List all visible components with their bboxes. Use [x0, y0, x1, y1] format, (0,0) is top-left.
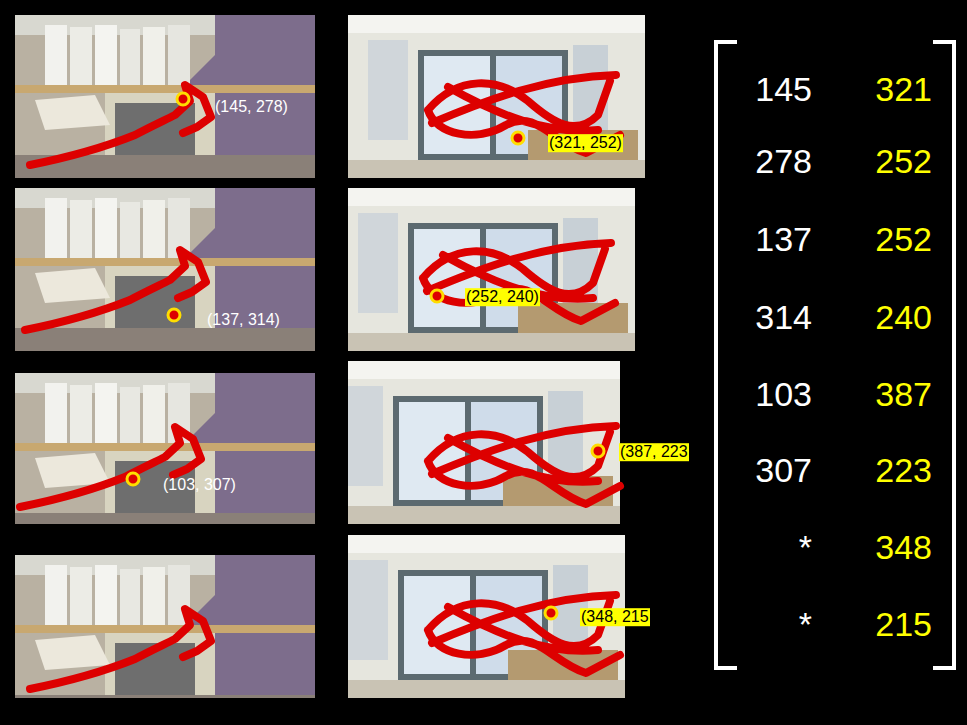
coordinate-label: (321, 252) — [548, 134, 623, 152]
matrix-cell: 252 — [875, 143, 932, 180]
matrix-bracket — [716, 42, 737, 668]
matrix-cell: 252 — [875, 221, 932, 258]
coordinate-label: (145, 278) — [215, 98, 288, 116]
matrix-cell: 215 — [875, 606, 932, 643]
coordinate-label: (103, 307) — [163, 476, 236, 494]
matrix-cell: 223 — [875, 452, 932, 489]
coordinate-label: (387, 223 — [619, 443, 689, 461]
matrix-cell: 240 — [875, 299, 932, 336]
matrix-cell: 278 — [755, 143, 812, 180]
matrix-cell: * — [799, 529, 812, 566]
matrix-cell: 103 — [755, 376, 812, 413]
coordinate-label: (137, 314) — [207, 311, 280, 329]
matrix-cell: 137 — [755, 221, 812, 258]
matrix-cell: 387 — [875, 376, 932, 413]
coordinate-label: (348, 215 — [580, 608, 650, 626]
matrix-cell: * — [799, 606, 812, 643]
matrix-bracket — [933, 42, 954, 668]
matrix-cell: 307 — [755, 452, 812, 489]
matrix-cell: 348 — [875, 529, 932, 566]
coordinate-label: (252, 240) — [465, 288, 540, 306]
matrix-cell: 314 — [755, 299, 812, 336]
matrix-cell: 145 — [755, 71, 812, 108]
matrix-cell: 321 — [875, 71, 932, 108]
